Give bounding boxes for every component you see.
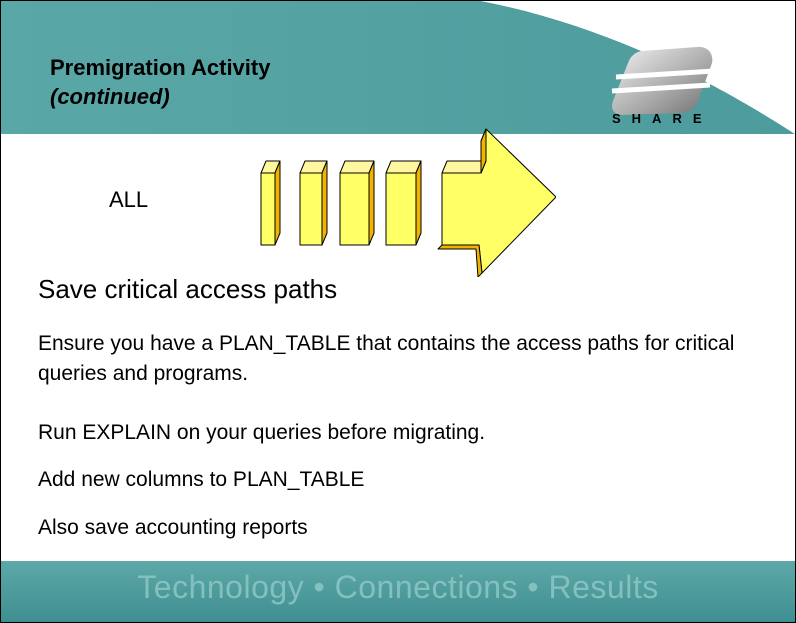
footer-tagline: Technology • Connections • Results bbox=[137, 569, 659, 605]
all-label: ALL bbox=[109, 187, 149, 212]
footer-band: Technology • Connections • Results bbox=[1, 561, 795, 622]
section-heading: Save critical access paths bbox=[38, 274, 338, 304]
title-text: Premigration Activity bbox=[50, 55, 271, 80]
list-item: Ensure you have a PLAN_TABLE that contai… bbox=[38, 332, 735, 385]
list-item: Run EXPLAIN on your queries before migra… bbox=[38, 421, 486, 444]
title-subtitle: (continued) bbox=[50, 84, 170, 109]
block-arrow-icon bbox=[260, 128, 556, 277]
header-band bbox=[1, 1, 795, 134]
list-item: Add new columns to PLAN_TABLE bbox=[38, 468, 365, 491]
logo-text: SHARE bbox=[612, 111, 713, 126]
page-title: Premigration Activity (continued) bbox=[50, 53, 270, 111]
list-item: Also save accounting reports bbox=[38, 516, 308, 539]
share-logo-icon bbox=[611, 46, 715, 115]
